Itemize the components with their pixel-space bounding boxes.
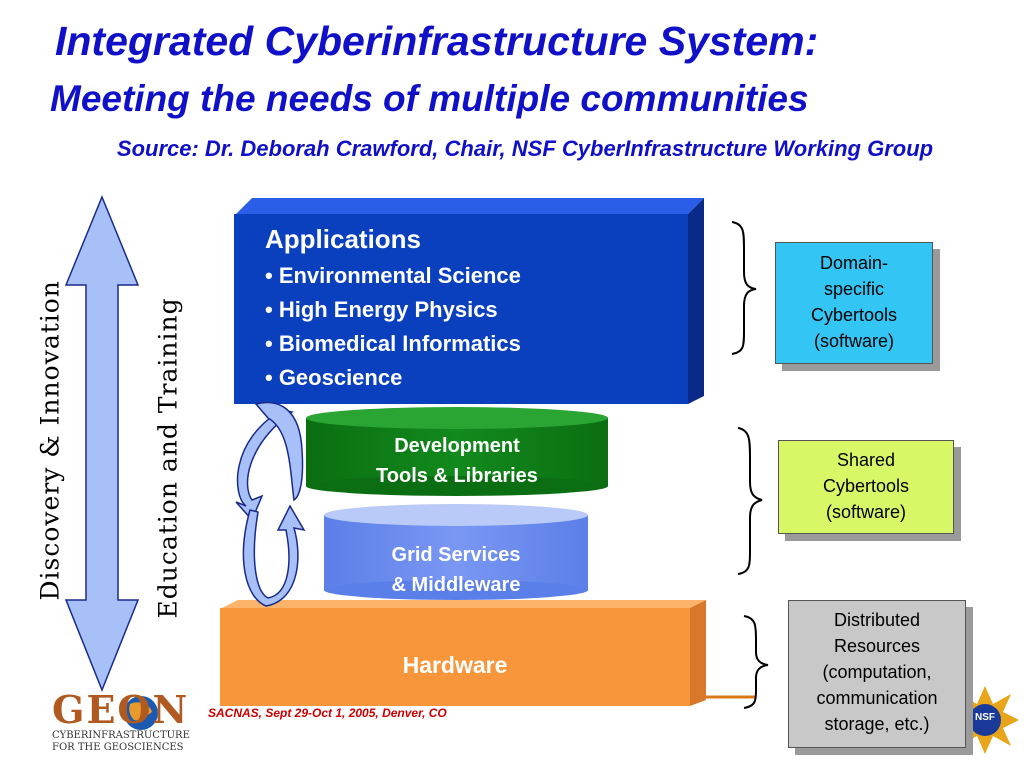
distributed-line: storage, etc.) [824, 714, 930, 734]
applications-box-side [688, 198, 704, 404]
grid-cylinder-body [324, 515, 588, 590]
development-line-2: Tools & Libraries [376, 465, 538, 487]
applications-block: Applications • Environmental Science • H… [265, 224, 521, 395]
applications-heading: Applications [265, 224, 422, 254]
hardware-box-top [222, 600, 706, 608]
applications-box-front [234, 214, 688, 404]
development-cylinder-body [306, 418, 608, 486]
distributed-resources-box: Distributed Resources (computation, comm… [788, 600, 966, 748]
development-line-1: Development [394, 435, 520, 457]
distributed-line: communication [816, 688, 938, 708]
distributed-line: Distributed [833, 610, 921, 630]
cycle-arrow-top [254, 401, 304, 502]
grid-label: Grid Services & Middleware [324, 540, 588, 600]
geon-subtitle-2: FOR THE GEOSCIENCES [52, 742, 184, 753]
hardware-box-side [690, 600, 706, 706]
nsf-label: NSF [975, 712, 995, 723]
title-line-2: Meeting the needs of multiple communitie… [50, 78, 809, 119]
education-training-label: Education and Training [153, 297, 183, 619]
domain-specific-box: Domain- specific Cybertools (software) [775, 242, 933, 364]
brace-applications [731, 221, 757, 355]
title-line-1: Integrated Cyberinfrastructure System: [55, 18, 819, 64]
discovery-innovation-label: Discovery & Innovation [35, 280, 65, 601]
shared-line: Shared [836, 450, 896, 470]
source-caption: Source: Dr. Deborah Crawford, Chair, NSF… [116, 136, 934, 161]
applications-item: • Geoscience [265, 365, 403, 390]
grid-line-2: & Middleware [391, 574, 521, 596]
brace-shared [737, 427, 763, 575]
development-cylinder-bottom [306, 476, 608, 496]
cycle-arrow-up [242, 504, 306, 607]
shared-cybertools-box: Shared Cybertools (software) [778, 440, 954, 534]
development-label: Development Tools & Libraries [306, 431, 608, 491]
domain-line: (software) [813, 331, 894, 351]
hardware-box-front [220, 608, 690, 706]
domain-line: Cybertools [810, 305, 898, 325]
nsf-logo [951, 686, 1019, 754]
domain-line: specific [823, 279, 885, 299]
hardware-label: Hardware [402, 652, 508, 678]
distributed-line: (computation, [822, 662, 932, 682]
distributed-line: Resources [833, 636, 921, 656]
applications-item: • Biomedical Informatics [265, 331, 521, 356]
grid-line-1: Grid Services [391, 544, 521, 566]
geon-wordmark: GEON [52, 687, 190, 732]
development-cylinder-top [306, 407, 608, 429]
applications-item: • High Energy Physics [265, 297, 498, 322]
shared-line: (software) [825, 502, 906, 522]
shared-line: Cybertools [822, 476, 910, 496]
geon-globe-land [129, 702, 152, 721]
geon-logo: GEON CYBERINFRASTRUCTURE FOR THE GEOSCIE… [52, 690, 190, 754]
applications-box-top [236, 198, 704, 214]
domain-line: Domain- [819, 253, 889, 273]
applications-item: • Environmental Science [265, 263, 521, 288]
discovery-double-arrow [64, 195, 140, 693]
footer-caption: SACNAS, Sept 29-Oct 1, 2005, Denver, CO [208, 706, 447, 720]
geon-subtitle-1: CYBERINFRASTRUCTURE [52, 730, 190, 741]
grid-cylinder-bottom [324, 580, 588, 600]
brace-hardware [743, 615, 769, 709]
grid-cylinder-top [324, 504, 588, 526]
